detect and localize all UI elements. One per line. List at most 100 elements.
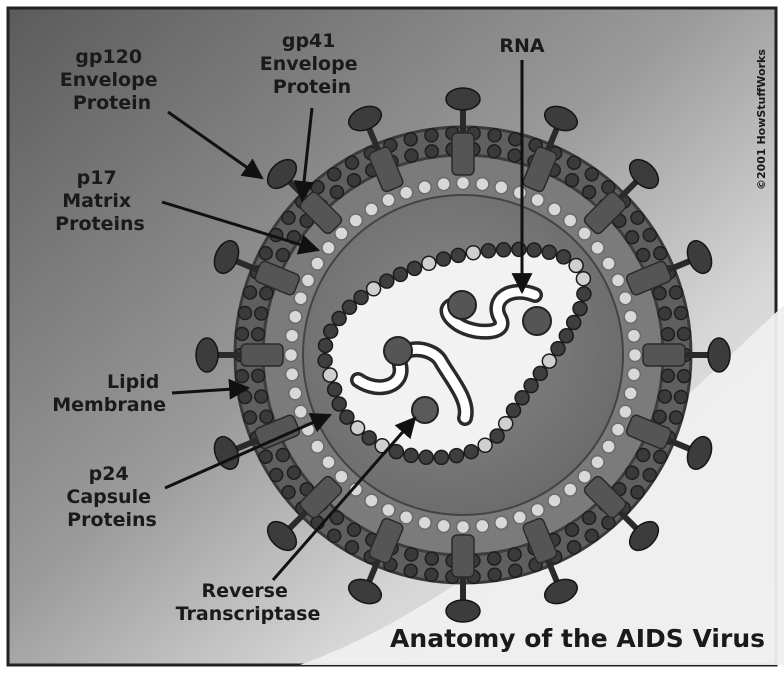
matrix-bead: [548, 494, 561, 507]
capsule-bead: [557, 250, 571, 264]
matrix-bead: [285, 349, 298, 362]
capsule-bead: [524, 379, 538, 393]
lipid-bead: [626, 466, 639, 479]
lipid-bead: [626, 231, 639, 244]
matrix-bead: [437, 178, 450, 191]
lipid-bead: [239, 391, 252, 404]
gp41-stem: [452, 133, 474, 175]
capsule-bead: [499, 417, 513, 431]
lipid-bead: [236, 327, 249, 340]
capsule-bead: [393, 267, 407, 281]
lipid-bead: [276, 449, 289, 462]
matrix-bead: [619, 292, 632, 305]
gp41-stem: [241, 344, 283, 366]
lipid-bead: [637, 449, 650, 462]
label-gp120: gp120 Envelope Protein: [60, 46, 164, 114]
lipid-bead: [287, 466, 300, 479]
lipid-bead: [658, 390, 671, 403]
matrix-bead: [578, 470, 591, 483]
capsule-bead: [466, 246, 480, 260]
lipid-bead: [259, 247, 272, 260]
lipid-bead: [425, 568, 438, 581]
matrix-bead: [612, 423, 625, 436]
lipid-bead: [661, 369, 674, 382]
capsule-bead: [497, 243, 511, 257]
matrix-bead: [294, 292, 307, 305]
lipid-bead: [585, 168, 598, 181]
capsule-bead: [340, 410, 354, 424]
capsule-bead: [408, 261, 422, 275]
matrix-bead: [311, 440, 324, 453]
capsule-bead: [576, 272, 590, 286]
lipid-bead: [282, 486, 295, 499]
capsule-bead: [367, 282, 381, 296]
lipid-bead: [328, 168, 341, 181]
lipid-bead: [425, 552, 438, 565]
lipid-bead: [643, 229, 656, 242]
matrix-bead: [629, 349, 642, 362]
lipid-bead: [328, 529, 341, 542]
capsule-bead: [559, 329, 573, 343]
gp41-stem: [452, 535, 474, 577]
lipid-bead: [583, 186, 596, 199]
capsule-bead: [422, 256, 436, 270]
lipid-bead: [404, 133, 417, 146]
matrix-bead: [335, 227, 348, 240]
matrix-bead: [400, 186, 413, 199]
capsule-bead: [573, 302, 587, 316]
lipid-bead: [488, 145, 501, 158]
matrix-bead: [457, 177, 470, 190]
matrix-bead: [627, 329, 640, 342]
capsule-bead: [332, 312, 346, 326]
lipid-bead: [654, 247, 667, 260]
lipid-bead: [405, 548, 418, 561]
capsule-bead: [527, 243, 541, 257]
capsule-bead: [551, 342, 565, 356]
matrix-bead: [602, 440, 615, 453]
matrix-bead: [591, 456, 604, 469]
capsule-bead: [490, 429, 504, 443]
lipid-bead: [631, 211, 644, 224]
matrix-bead: [382, 194, 395, 207]
capsule-bead: [362, 431, 376, 445]
matrix-bead: [513, 186, 526, 199]
capsule-bead: [481, 244, 495, 258]
matrix-bead: [619, 405, 632, 418]
gp120-head: [446, 88, 480, 110]
matrix-bead: [382, 504, 395, 517]
gp120-head: [708, 338, 730, 372]
lipid-bead: [404, 564, 417, 577]
lipid-bead: [252, 369, 265, 382]
matrix-bead: [322, 241, 335, 254]
gp120-head: [196, 338, 218, 372]
lipid-bead: [661, 328, 674, 341]
lipid-bead: [566, 174, 579, 187]
lipid-bead: [282, 211, 295, 224]
copyright-notice: ©2001 HowStuffWorks: [755, 49, 768, 190]
lipid-bead: [675, 307, 688, 320]
lipid-bead: [653, 410, 666, 423]
lipid-bead: [658, 307, 671, 320]
capsule-bead: [354, 291, 368, 305]
lipid-bead: [260, 287, 273, 300]
lipid-bead: [255, 390, 268, 403]
lipid-bead: [270, 469, 283, 482]
matrix-bead: [418, 181, 431, 194]
lipid-bead: [508, 548, 521, 561]
matrix-bead: [335, 470, 348, 483]
lipid-bead: [654, 450, 667, 463]
matrix-bead: [476, 519, 489, 532]
lipid-bead: [637, 249, 650, 262]
matrix-bead: [495, 516, 508, 529]
capsule-bead: [577, 287, 591, 301]
lipid-bead: [405, 149, 418, 162]
lipid-bead: [244, 286, 257, 299]
lipid-bead: [276, 249, 289, 262]
matrix-bead: [612, 274, 625, 287]
matrix-bead: [286, 368, 299, 381]
enzyme-dot: [448, 291, 476, 319]
enzyme-dot: [384, 337, 412, 365]
matrix-bead: [476, 178, 489, 191]
lipid-bead: [348, 174, 361, 187]
